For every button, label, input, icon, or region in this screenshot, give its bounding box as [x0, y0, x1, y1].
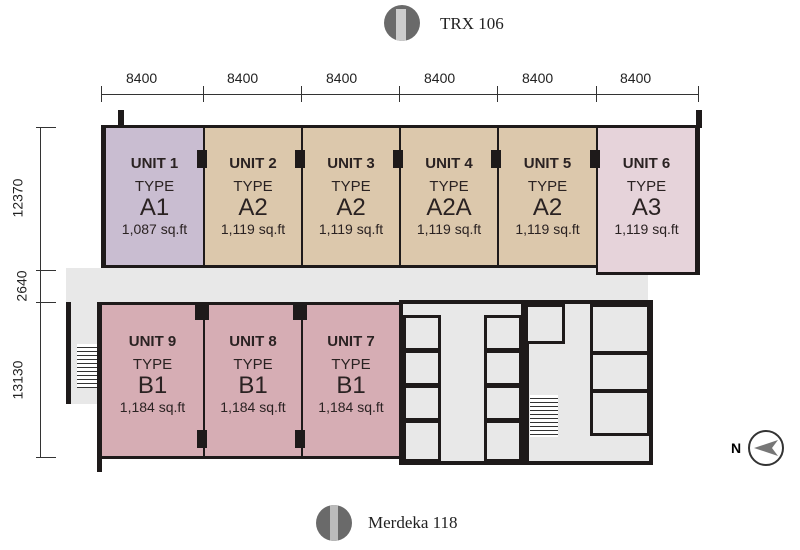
unit-area: 1,184 sq.ft — [220, 399, 286, 415]
dim-tick — [101, 86, 102, 102]
dim-col-2: 8400 — [227, 70, 259, 86]
unit-name: UNIT 9 — [128, 333, 177, 350]
unit-type-label: TYPE — [233, 178, 273, 195]
unit-type-label: TYPE — [429, 178, 469, 195]
dim-tick — [203, 86, 204, 102]
dim-tick — [497, 86, 498, 102]
unit-area: 1,119 sq.ft — [515, 221, 580, 237]
dim-row-1: 12370 — [9, 178, 26, 218]
unit-type: A2 — [336, 194, 366, 221]
staircase-east — [530, 395, 558, 437]
unit-area: 1,119 sq.ft — [614, 221, 679, 237]
unit-area: 1,119 sq.ft — [416, 221, 482, 237]
unit-name: UNIT 7 — [327, 333, 375, 350]
dim-col-4: 8400 — [424, 70, 456, 86]
unit-type: B1 — [137, 372, 168, 399]
unit-area: 1,119 sq.ft — [220, 221, 286, 237]
unit-type-label: TYPE — [626, 178, 667, 195]
dim-col-1: 8400 — [126, 70, 158, 86]
unit-type-label: TYPE — [233, 356, 273, 373]
unit-type-label: TYPE — [331, 356, 371, 373]
unit-type: A3 — [631, 194, 662, 221]
unit-area: 1,087 sq.ft — [121, 221, 188, 237]
dim-tick — [399, 86, 400, 102]
unit-type-label: TYPE — [527, 178, 568, 195]
dim-tick — [301, 86, 302, 102]
unit-name: UNIT 6 — [622, 155, 671, 172]
dim-row-3: 13130 — [9, 360, 26, 400]
unit-type: A2A — [426, 194, 472, 221]
unit-type: A1 — [139, 194, 170, 221]
dim-col-3: 8400 — [326, 70, 358, 86]
compass-label: N — [731, 440, 742, 456]
unit-name: UNIT 3 — [327, 155, 375, 172]
trx-tower-icon — [384, 5, 420, 41]
dim-tick — [698, 86, 699, 102]
unit-type: A2 — [532, 194, 563, 221]
unit-area: 1,184 sq.ft — [318, 399, 384, 415]
unit-type: A2 — [238, 194, 268, 221]
unit-type: B1 — [336, 372, 366, 399]
north-compass-icon — [748, 430, 784, 466]
unit-area: 1,184 sq.ft — [119, 399, 186, 415]
corridor — [66, 268, 648, 302]
landmark-top-label: TRX 106 — [440, 14, 504, 33]
unit-name: UNIT 4 — [425, 155, 473, 172]
merdeka-tower-icon — [316, 505, 352, 541]
unit-area: 1,119 sq.ft — [318, 221, 384, 237]
dim-tick — [596, 86, 597, 102]
unit-type: B1 — [238, 372, 268, 399]
unit-type-label: TYPE — [331, 178, 371, 195]
dim-col-6: 8400 — [620, 70, 652, 86]
dim-row-2: 2640 — [13, 270, 30, 302]
unit-name: UNIT 8 — [229, 333, 277, 350]
dim-col-5: 8400 — [522, 70, 554, 86]
landmark-bottom-label: Merdeka 118 — [368, 513, 458, 532]
unit-name: UNIT 1 — [130, 155, 179, 172]
unit-type-label: TYPE — [134, 178, 175, 195]
unit-name: UNIT 2 — [229, 155, 277, 172]
unit-name: UNIT 5 — [523, 155, 572, 172]
unit-type-label: TYPE — [132, 356, 173, 373]
